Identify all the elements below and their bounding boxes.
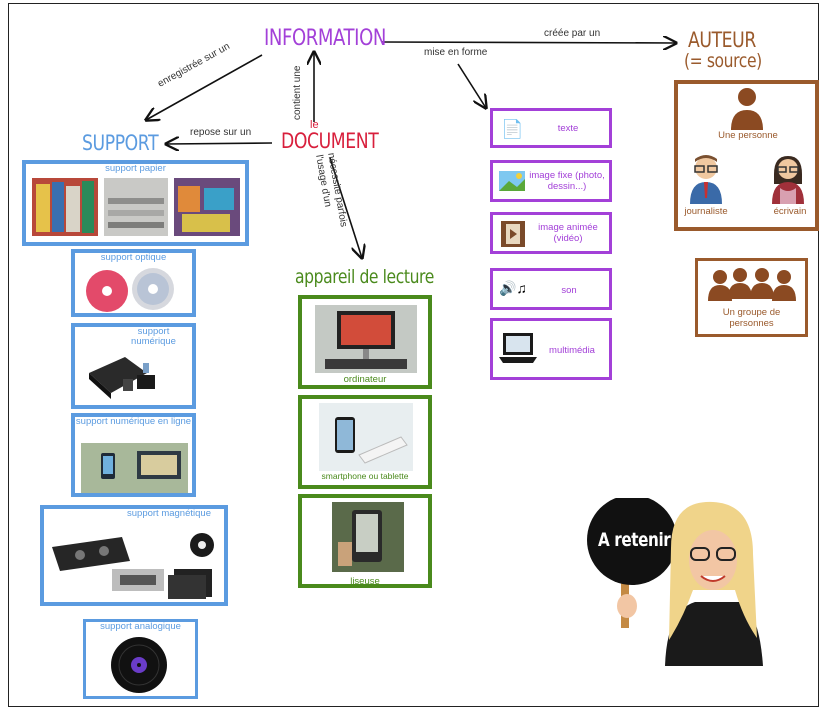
smartphone-label: smartphone ou tablette [321,471,409,481]
support-optique-card: support optique [71,249,196,317]
ordinateur-label: ordinateur [343,374,387,385]
avatar-hand [617,594,637,618]
journalist-avatar-icon [690,155,722,204]
arrow-to-formes [457,63,486,108]
avatar-body [665,602,763,666]
edge-label-creee-par: créée par un [544,28,601,39]
node-auteur-source: (= source) [684,50,762,72]
e-reader-image [332,502,404,572]
edge-label-contient-une: contient une [292,65,303,121]
arrow-document-to-support [166,143,273,144]
node-document-article: le [310,119,319,131]
forme-multimedia-card: multimédia [490,318,612,380]
online-device-image [81,443,188,493]
computer-image [315,305,417,373]
groupe-label: Un groupe de personnes [722,307,781,329]
forme-image-fixe-card: image fixe (photo, dessin...) [490,160,612,202]
appareil-ordinateur-card: ordinateur [298,295,432,389]
auteur-groupe-card: Un groupe de personnes [695,258,808,337]
tapes-image [52,533,214,599]
forme-image-fixe-label: image fixe (photo, dessin...) [529,170,605,192]
edge-label-repose-sur: repose sur un [190,127,252,138]
a-retenir-illustration [587,498,763,666]
forme-texte-card: 📄 texte [490,108,612,148]
node-auteur: AUTEUR [688,28,756,52]
smartphone-image [319,403,413,471]
laptop-icon [499,333,537,363]
node-support: SUPPORT [82,131,159,155]
avatar-face [689,530,737,590]
support-numerique-en-ligne-label: support numérique en ligne [75,416,192,427]
arrow-information-to-auteur [381,42,676,43]
forme-texte-label: texte [557,123,579,134]
node-document: DOCUMENT [281,129,379,153]
paper-stack-image [32,178,240,236]
support-magnetique-label: support magnétique [127,508,211,519]
forme-multimedia-label: multimédia [549,345,595,356]
edge-label-mise-en-forme: mise en forme [424,47,488,58]
support-magnetique-card: support magnétique [40,505,228,606]
document-icon: 📄 [501,119,524,139]
vinyl-record-image [111,637,167,693]
auteur-personne-card: Une personne journaliste écrivain [674,80,819,231]
arrow-document-to-appareil [329,157,362,258]
sign-circle [587,498,677,585]
film-strip-icon [501,221,525,247]
support-papier-card: support papier [22,160,249,246]
forme-image-animee-label: image animée (vidéo) [538,222,598,244]
support-optique-label: support optique [100,252,167,263]
speaker-music-icon: 🔊♫ [499,280,527,296]
node-appareil: appareil de lecture [295,266,434,288]
forme-image-animee-card: image animée (vidéo) [490,212,612,254]
arrow-information-to-support [146,54,263,120]
liseuse-label: liseuse [350,576,380,587]
hard-drive-image [89,357,155,399]
appareil-liseuse-card: liseuse [298,494,432,588]
support-analogique-card: support analogique [83,619,198,699]
group-people-icon [708,268,796,301]
forme-son-label: son [561,285,577,296]
writer-avatar-icon [772,156,804,204]
support-numerique-en-ligne-card: support numérique en ligne [71,413,196,497]
support-analogique-label: support analogique [100,621,181,632]
forme-son-card: 🔊♫ son [490,268,612,310]
une-personne-label: Une personne [718,130,778,141]
ecrivain-label: écrivain [773,206,807,217]
support-numerique-label: support numérique [131,326,176,347]
cd-rom-image [86,268,174,312]
person-icon [731,88,763,130]
appareil-smartphone-card: smartphone ou tablette [298,395,432,489]
support-numerique-card: support numérique [71,323,196,409]
a-retenir-label: A retenir [598,529,671,551]
support-papier-label: support papier [105,163,166,174]
landscape-picture-icon [499,171,525,191]
diagram-frame [8,3,819,707]
node-information: INFORMATION [264,26,386,51]
journaliste-label: journaliste [684,206,728,217]
